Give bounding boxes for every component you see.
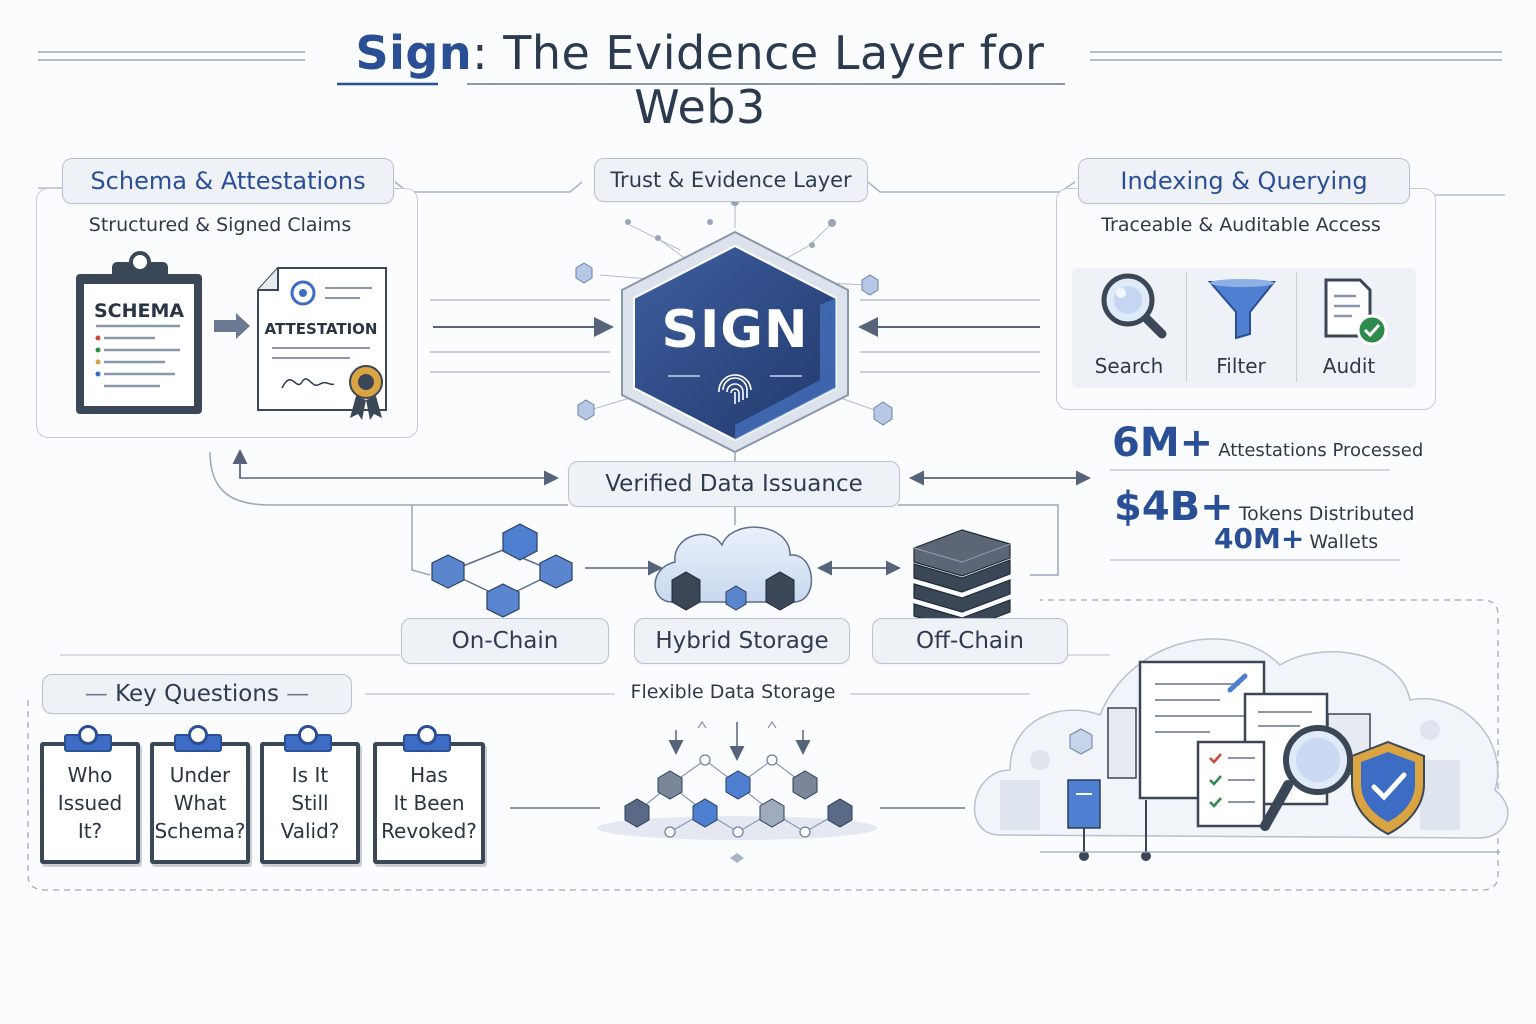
- title-text: : The Evidence Layer for Web3: [472, 26, 1045, 134]
- stat-label: Tokens Distributed: [1238, 503, 1415, 525]
- sign-hexagon-shape: [621, 230, 849, 454]
- attestation-document-icon: [257, 267, 387, 420]
- hybrid-storage-label: Hybrid Storage: [634, 618, 850, 664]
- stat-label: Wallets: [1309, 531, 1379, 553]
- key-questions-text: Key Questions: [115, 681, 279, 707]
- filter-label: Filter: [1216, 354, 1266, 378]
- shield-check-icon: [1351, 740, 1425, 836]
- on-chain-label: On-Chain: [401, 618, 609, 664]
- stat-tokens: $4B+ Tokens Distributed: [1114, 484, 1414, 530]
- stat-wallets: 40M+ Wallets: [1214, 522, 1414, 555]
- funnel-icon: [1207, 279, 1277, 340]
- schema-panel-subtitle: Structured & Signed Claims: [88, 214, 352, 236]
- schema-panel-title: Schema & Attestations: [62, 158, 394, 204]
- search-tool[interactable]: [1086, 270, 1176, 348]
- page-title: Sign: The Evidence Layer for Web3: [300, 26, 1100, 134]
- schema-attestation-illustration: [76, 251, 387, 420]
- clipboard-ring-icon: [417, 725, 437, 745]
- hybrid-cloud-icon: [654, 526, 812, 611]
- title-dash: —: [278, 681, 310, 707]
- title-right-rule: [1090, 51, 1502, 61]
- sign-hexagon-label: SIGN: [661, 300, 809, 360]
- off-chain-label: Off-Chain: [872, 618, 1068, 664]
- server-stack-icon: [913, 529, 1011, 631]
- title-dash: —: [84, 681, 116, 707]
- title-left-rule: [38, 51, 305, 61]
- schema-clipboard-icon: [76, 251, 202, 414]
- storage-network-icon: [597, 754, 877, 863]
- trust-layer-label: Trust & Evidence Layer: [594, 158, 868, 202]
- fingerprint-icon: [718, 374, 752, 404]
- data-audit-illustration: [973, 638, 1509, 861]
- search-label: Search: [1094, 354, 1164, 378]
- schema-doc-label: SCHEMA: [93, 300, 185, 322]
- stat-label: Attestations Processed: [1218, 440, 1424, 461]
- index-panel-title: Indexing & Querying: [1078, 158, 1410, 204]
- clipboard-ring-icon: [188, 725, 208, 745]
- attestation-doc-label: ATTESTATION: [264, 320, 378, 338]
- schema-to-attestation-arrow: [214, 313, 250, 339]
- floating-cube: [575, 262, 893, 426]
- on-chain-network-icon: [431, 523, 573, 618]
- stat-value: 6M+: [1112, 420, 1214, 466]
- verified-data-issuance-label: Verified Data Issuance: [568, 461, 900, 507]
- flexible-storage-label: Flexible Data Storage: [630, 681, 836, 703]
- index-panel-subtitle: Traceable & Auditable Access: [1101, 214, 1381, 236]
- audit-doc-icon: [1324, 278, 1388, 346]
- filter-tool[interactable]: [1200, 276, 1284, 346]
- audit-tool[interactable]: [1314, 274, 1400, 350]
- search-icon: [1101, 273, 1167, 339]
- key-questions-title: — Key Questions —: [42, 674, 352, 714]
- audit-label: Audit: [1322, 354, 1376, 378]
- stat-value: 40M+: [1214, 522, 1305, 555]
- clipboard-ring-icon: [78, 725, 98, 745]
- brand-name: Sign: [355, 26, 473, 80]
- tool-divider: [1296, 272, 1297, 382]
- clipboard-ring-icon: [298, 725, 318, 745]
- stat-value: $4B+: [1114, 484, 1234, 530]
- stat-attestations: 6M+ Attestations Processed: [1112, 420, 1423, 466]
- tool-divider: [1186, 272, 1187, 382]
- magnifier-icon: [1260, 725, 1353, 831]
